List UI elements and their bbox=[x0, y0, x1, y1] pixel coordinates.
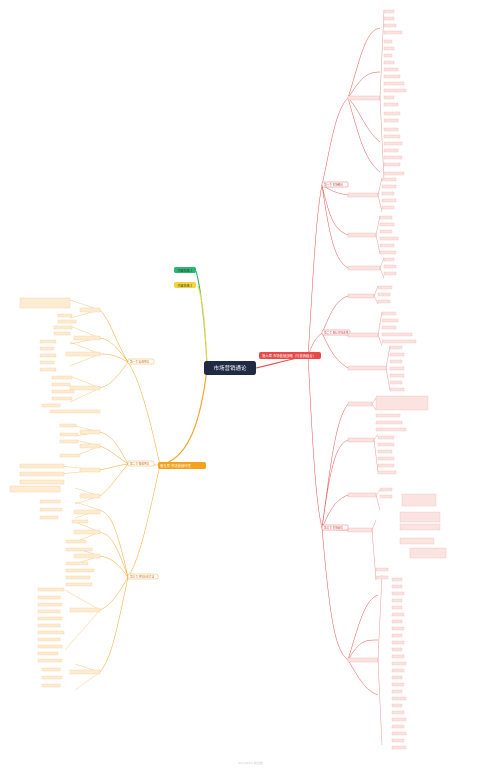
svg-text:第三节 环境分析方法: 第三节 环境分析方法 bbox=[130, 575, 155, 579]
tag-label: 内容总结 1 bbox=[178, 267, 193, 272]
left-group-node[interactable]: 第三节 环境分析方法 bbox=[127, 573, 159, 580]
right-connectors bbox=[307, 27, 381, 696]
right-leaf-items bbox=[375, 9, 447, 750]
summary-tag-yellow[interactable]: 内容总结 2 bbox=[174, 282, 196, 288]
watermark: Shuzhizhi 树之脑 bbox=[238, 761, 263, 765]
svg-text:第三节 市场定位: 第三节 市场定位 bbox=[324, 526, 343, 530]
svg-text:第一节 宏观环境: 第一节 宏观环境 bbox=[130, 360, 149, 364]
right-group-node[interactable]: 第三节 市场定位 bbox=[321, 524, 349, 531]
left-group-node[interactable]: 第一节 宏观环境 bbox=[127, 358, 155, 365]
right-group-node[interactable]: 第二节 目标市场选择 bbox=[321, 329, 351, 336]
svg-text:第一节 市场细分: 第一节 市场细分 bbox=[324, 183, 343, 187]
svg-text:第二节 目标市场选择: 第二节 目标市场选择 bbox=[324, 331, 349, 335]
left-leaf-items bbox=[9, 297, 101, 688]
right-group-node[interactable]: 第一节 市场细分 bbox=[321, 181, 349, 188]
left-group-node[interactable]: 第二节 微观环境 bbox=[127, 460, 155, 467]
left-connectors bbox=[99, 309, 161, 673]
root-node[interactable]: 市场营销通论 bbox=[204, 361, 256, 375]
branch-label: 第五章 市场营销环境 bbox=[160, 463, 191, 468]
branch-node-marketing-environment[interactable]: 第五章 市场营销环境 bbox=[158, 462, 206, 469]
svg-text:第二节 微观环境: 第二节 微观环境 bbox=[130, 462, 149, 466]
summary-tag-green[interactable]: 内容总结 1 bbox=[174, 267, 196, 273]
branch-node-marketing-strategy[interactable]: 第六章 市场营销战略（与营销组合） bbox=[259, 352, 321, 359]
tag-label: 内容总结 2 bbox=[178, 282, 193, 287]
right-leaf-stems bbox=[371, 9, 391, 746]
branch-label: 第六章 市场营销战略（与营销组合） bbox=[262, 353, 316, 358]
root-label: 市场营销通论 bbox=[213, 364, 247, 372]
